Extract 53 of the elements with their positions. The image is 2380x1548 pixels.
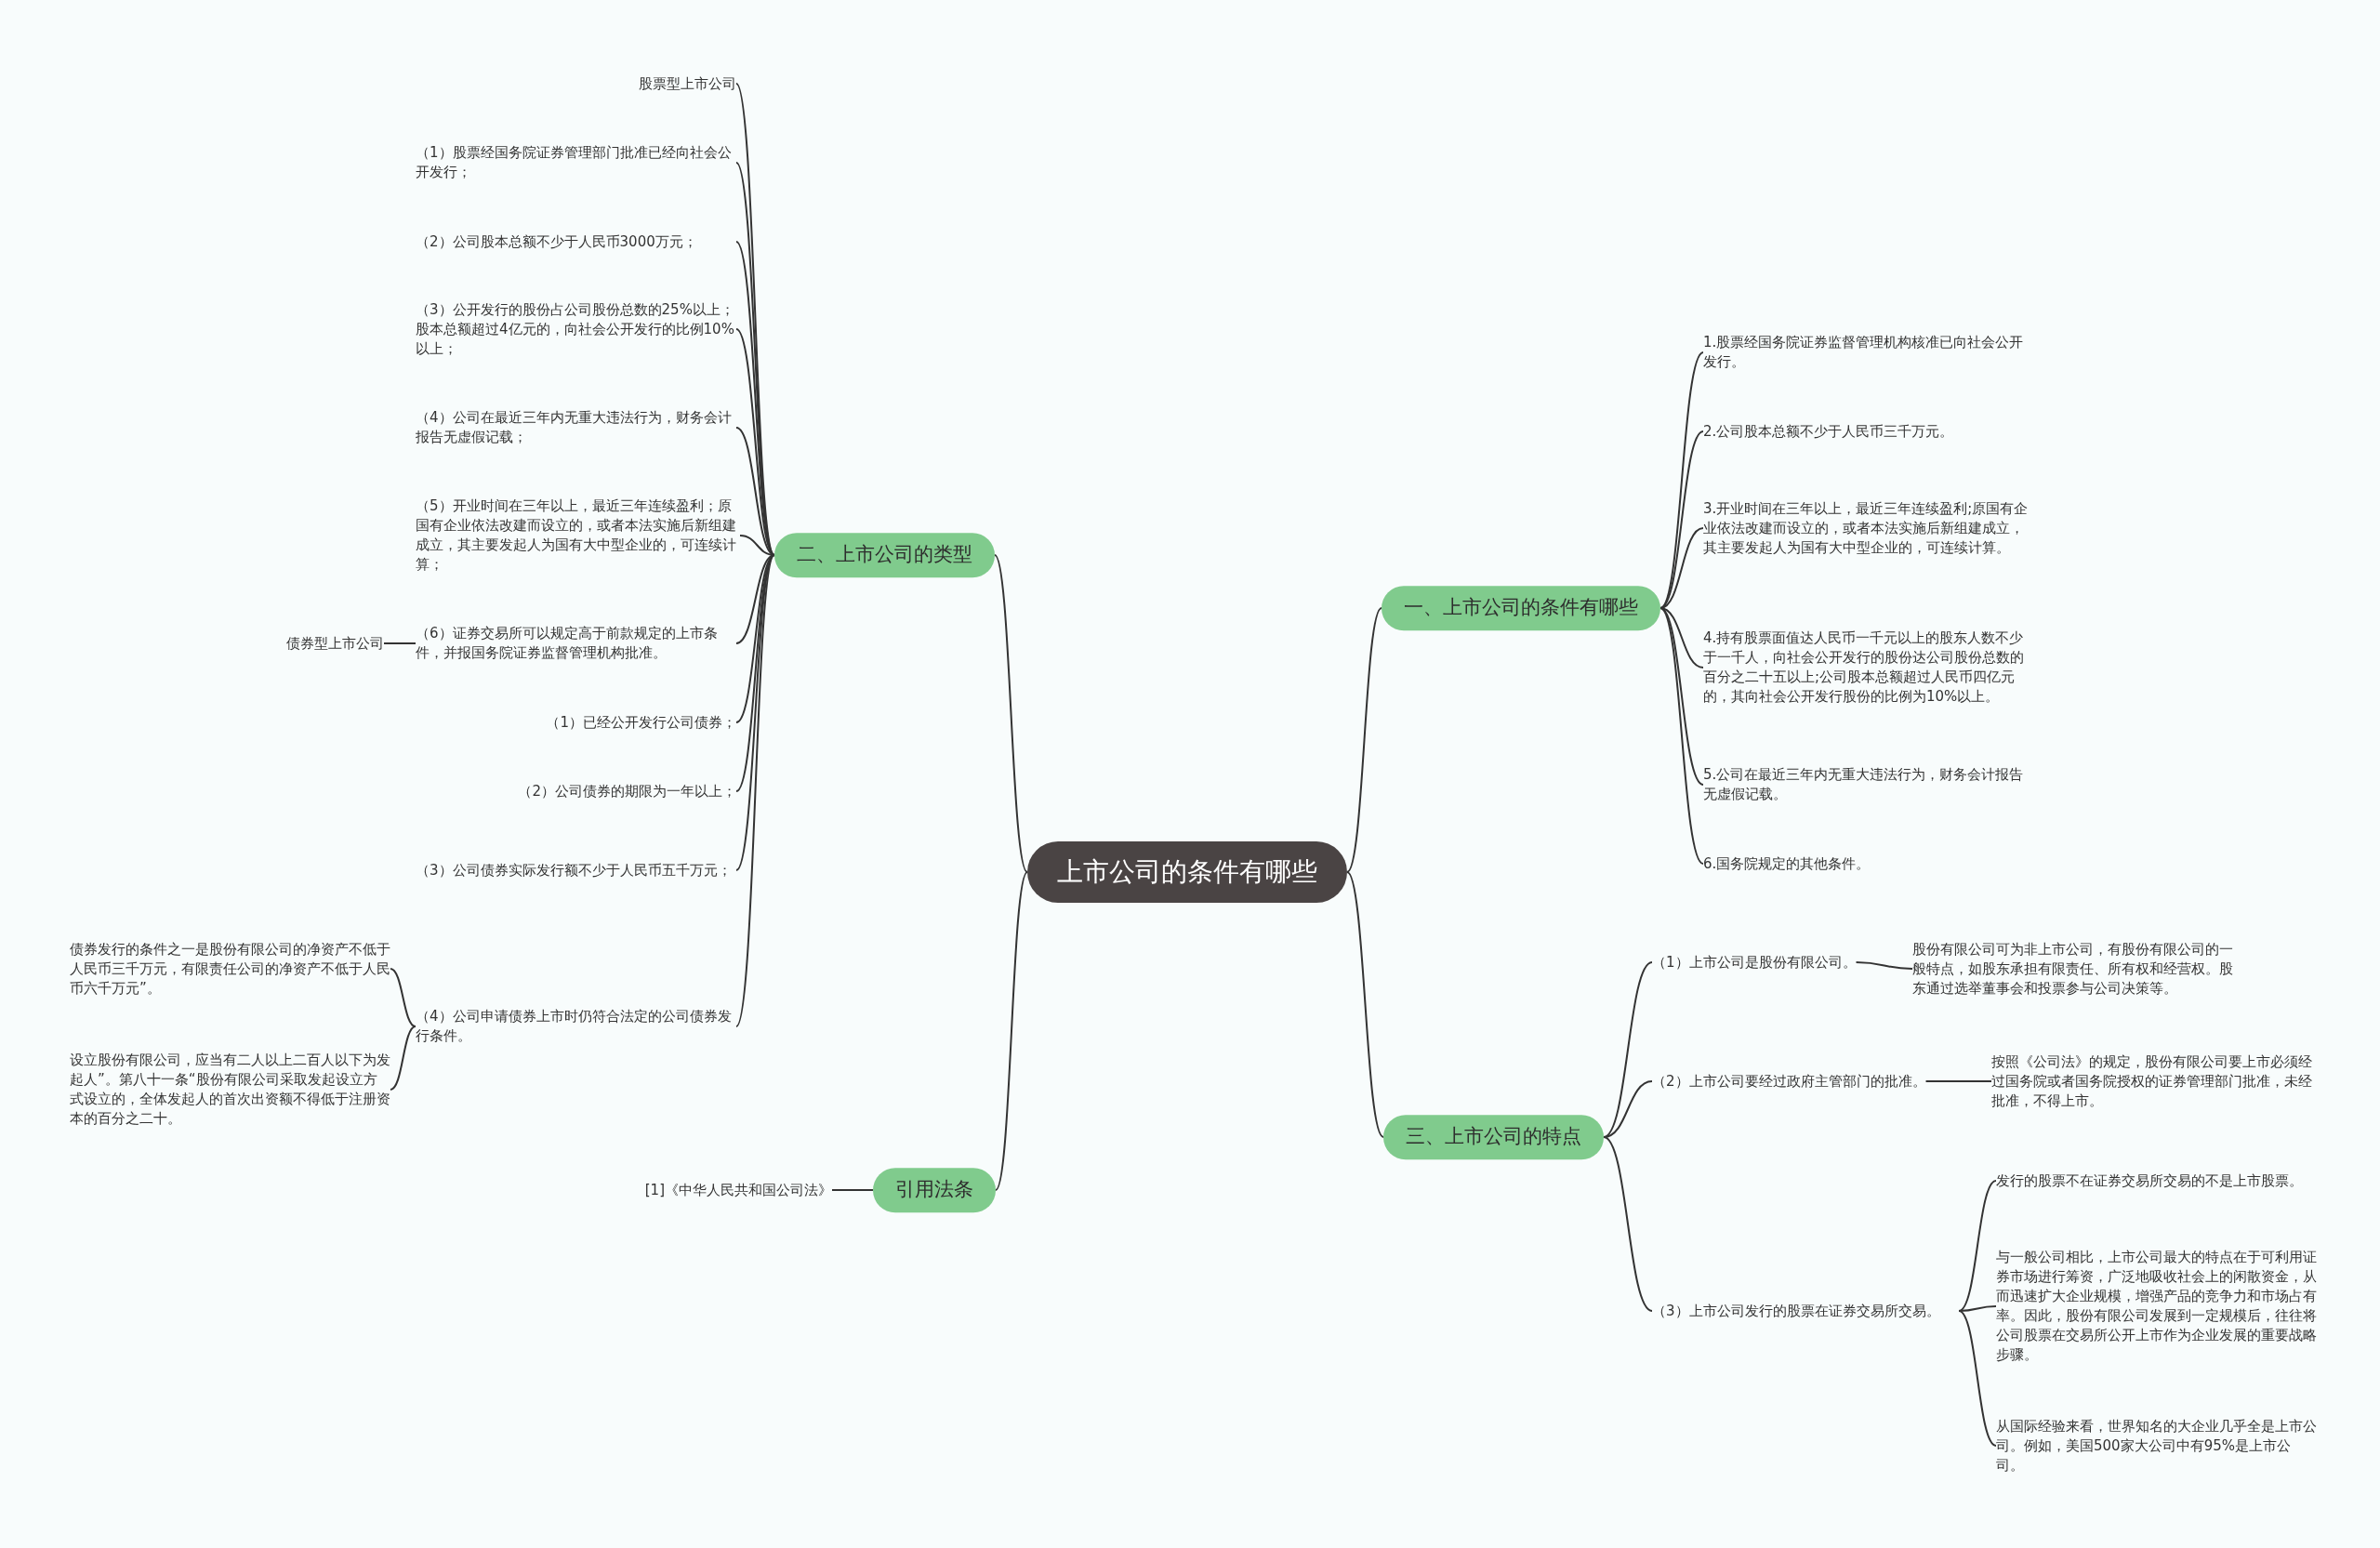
connector-line — [1659, 607, 1704, 865]
connector-line — [994, 554, 1028, 873]
connector-line — [1603, 1080, 1653, 1138]
topic-text: （1）股票经国务院证券管理部门批准已经向社会公开发行； — [416, 143, 736, 182]
connector-line — [1346, 871, 1384, 1138]
connector-line — [1603, 961, 1653, 1138]
topic-text: 按照《公司法》的规定，股份有限公司要上市必须经过国务院或者国务院授权的证券管理部门批准，未经批准，不得上市。 — [1991, 1052, 2312, 1111]
topic-text: 债券型上市公司 — [286, 633, 384, 654]
topic-text: 5.公司在最近三年内无重大违法行为，财务会计报告无虚假记载。 — [1703, 765, 2029, 804]
connector-line — [735, 554, 775, 1027]
topic-text: （5）开业时间在三年以上，最近三年连续盈利；原国有企业依法改建而设立的，或者本法实施后新组建成立，其主要发起人为国有大中型企业的，可连续计算； — [416, 496, 740, 575]
connector-line — [390, 968, 416, 1027]
topic-text: 与一般公司相比，上市公司最大的特点在于可利用证券市场进行筹资，广泛地吸收社会上的闲散资金，从而迅速扩大企业规模，增强产品的竞争力和市场占有率。因此，股份有限公司发展到一定规模后，往往将公司股票在交易所公开上市作为企业发展的重要战略步骤。 — [1996, 1248, 2317, 1365]
branch-topic: 引用法条 — [873, 1168, 996, 1212]
connector-line — [1924, 1080, 1992, 1082]
topic-text: （6）证券交易所可以规定高于前款规定的上市条件，并报国务院证券监督管理机构批准。 — [416, 624, 736, 663]
connector-line — [1958, 1305, 1997, 1312]
branch-topic: 二、上市公司的类型 — [774, 533, 995, 577]
topic-text: （4）公司在最近三年内无重大违法行为，财务会计报告无虚假记载； — [416, 408, 736, 447]
topic-text: 1.股票经国务院证券监督管理机构核准已向社会公开发行。 — [1703, 333, 2029, 372]
branch-topic: 三、上市公司的特点 — [1383, 1115, 1604, 1159]
topic-text: 发行的股票不在证券交易所交易的不是上市股票。 — [1996, 1171, 2317, 1191]
connector-line — [1855, 961, 1913, 970]
connector-line — [383, 642, 416, 644]
topic-text: 从国际经验来看，世界知名的大企业几乎全是上市公司。例如，美国500家大公司中有95%是上市公司。 — [1996, 1416, 2317, 1475]
connector-line — [1958, 1310, 1997, 1447]
central-topic: 上市公司的条件有哪些 — [1027, 841, 1347, 903]
connector-line — [1346, 607, 1382, 873]
topic-text: （1）上市公司是股份有限公司。 — [1652, 952, 1857, 972]
topic-text: 2.公司股本总额不少于人民币三千万元。 — [1703, 421, 2029, 442]
topic-text: 4.持有股票面值达人民币一千元以上的股东人数不少于一千人，向社会公开发行的股份达公司股份总数的百分之二十五以上;公司股本总额超过人民币四亿元的，其向社会公开发行股份的比例为10%以上。 — [1703, 628, 2029, 707]
topic-text: 设立股份有限公司，应当有二人以上二百人以下为发起人”。第八十一条“股份有限公司采取发起设立方式设立的，全体发起人的首次出资额不得低于注册资本的百分之二十。 — [70, 1051, 390, 1129]
topic-text: 股票型上市公司 — [639, 73, 736, 94]
topic-text: 6.国务院规定的其他条件。 — [1703, 853, 2029, 874]
topic-text: （2）公司股本总额不少于人民币3000万元； — [416, 232, 736, 252]
topic-text: （4）公司申请债券上市时仍符合法定的公司债券发行条件。 — [416, 1007, 736, 1046]
topic-text: 债券发行的条件之一是股份有限公司的净资产不低于人民币三千万元，有限责任公司的净资产不低于人民币六千万元”。 — [70, 939, 390, 999]
topic-text: （3）上市公司发行的股票在证券交易所交易。 — [1652, 1301, 1959, 1321]
connector-line — [1659, 351, 1704, 609]
topic-text: （3）公开发行的股份占公司股份总数的25%以上；股本总额超过4亿元的，向社会公开发行的比例10%以上； — [416, 299, 736, 359]
connector-line — [831, 1189, 874, 1191]
connector-line — [390, 1025, 416, 1091]
connector-line — [995, 871, 1028, 1191]
topic-text: [1]《中华人民共和国公司法》 — [644, 1180, 832, 1200]
topic-text: （3）公司债券实际发行额不少于人民币五千万元； — [416, 860, 736, 880]
branch-topic: 一、上市公司的条件有哪些 — [1382, 586, 1660, 630]
topic-text: 股份有限公司可为非上市公司，有股份有限公司的一般特点，如股东承担有限责任、所有权和经营权。股东通过选举董事会和投票参与公司决策等。 — [1912, 939, 2233, 999]
topic-text: （1）已经公开发行公司债券； — [546, 712, 736, 733]
topic-text: （2）公司债券的期限为一年以上； — [518, 781, 736, 801]
topic-text: 3.开业时间在三年以上，最近三年连续盈利;原国有企业依法改建而设立的，或者本法实施后新组建成立，其主要发起人为国有大中型企业的，可连续计算。 — [1703, 498, 2029, 558]
connector-line — [1603, 1136, 1653, 1312]
connector-line — [1958, 1180, 1997, 1312]
topic-text: （2）上市公司要经过政府主管部门的批准。 — [1652, 1071, 1926, 1092]
